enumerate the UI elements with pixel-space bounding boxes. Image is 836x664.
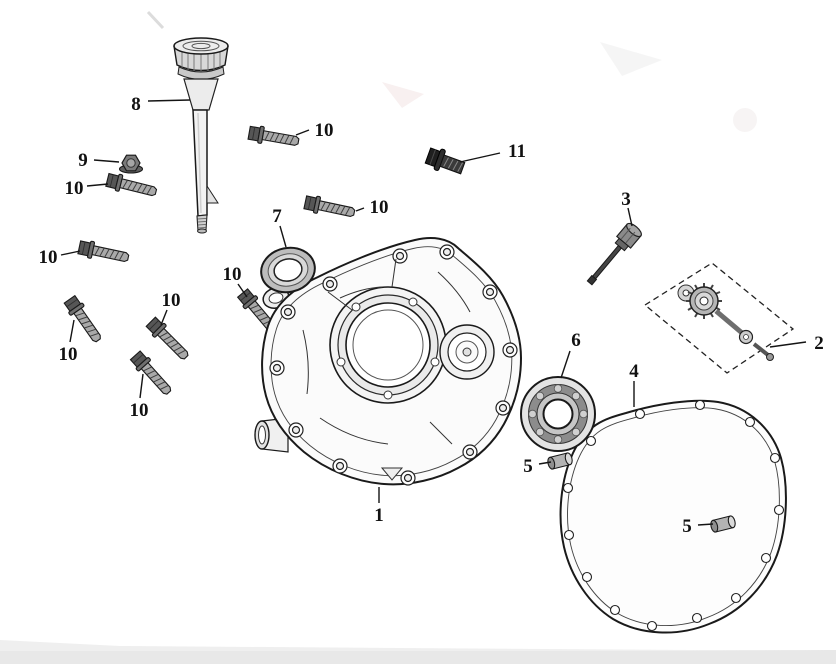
callout-part-10-d: 10 [39, 247, 81, 268]
main-bore [329, 286, 447, 404]
flange-bolt [62, 293, 106, 346]
callout-label: 4 [629, 361, 639, 382]
callout-label: 11 [508, 141, 526, 162]
callout-label: 10 [370, 197, 389, 218]
callout-part-10-a: 10 [295, 120, 334, 141]
callout-label: 1 [374, 505, 384, 526]
part-7-oil-seal [260, 246, 316, 294]
callout-label: 3 [621, 189, 631, 210]
flange-bolt [302, 193, 357, 222]
part-3-oil-sensor [586, 222, 642, 286]
callout-part-11: 11 [459, 141, 526, 163]
callout-label: 5 [682, 516, 692, 537]
part-4-gasket [559, 399, 787, 634]
part-8-oil-filler-tube [173, 37, 229, 234]
part-1-crankcase-cover [254, 237, 522, 486]
callout-label: 10 [223, 264, 242, 285]
flange-bolt [76, 238, 131, 267]
flange-bolt [247, 123, 301, 151]
callout-part-5-a: 5 [523, 456, 552, 477]
governor-gear [686, 283, 722, 319]
callout-label: 7 [272, 206, 282, 227]
callout-label: 10 [130, 400, 149, 421]
callout-label: 10 [65, 178, 84, 199]
callout-part-5-b: 5 [682, 516, 714, 537]
callout-part-4: 4 [629, 361, 639, 407]
callout-label: 10 [162, 290, 181, 311]
callout-part-3: 3 [621, 189, 633, 227]
cover-ribs [302, 258, 471, 481]
callout-part-6: 6 [560, 330, 581, 379]
callout-label: 8 [131, 94, 141, 115]
callout-label: 10 [59, 344, 78, 365]
callout-part-10-e: 10 [223, 264, 248, 298]
callout-part-10-f: 10 [160, 290, 181, 326]
secondary-bore [439, 324, 495, 380]
part-11-drain-bolt [424, 147, 466, 175]
perimeter-bolt-lugs [269, 244, 518, 486]
callouts: 8 10 9 10 11 7 10 3 [39, 94, 824, 537]
callout-part-2: 2 [769, 333, 824, 354]
flange-bolt [104, 171, 159, 201]
part-9-flange-nut [118, 154, 144, 174]
background-artifacts [0, 10, 836, 664]
callout-label: 2 [814, 333, 824, 354]
part-6-ball-bearing [520, 376, 596, 452]
callout-part-7: 7 [272, 206, 287, 248]
callout-label: 6 [571, 330, 581, 351]
callout-part-9: 9 [78, 150, 120, 171]
callout-part-10-g: 10 [59, 319, 78, 365]
flange-bolt [144, 315, 193, 364]
callout-part-10-b: 10 [65, 178, 109, 199]
flange-bolt [128, 349, 176, 399]
callout-part-8: 8 [131, 94, 191, 115]
callout-part-10-h: 10 [130, 373, 149, 421]
callout-label: 5 [523, 456, 533, 477]
callout-label: 10 [39, 247, 58, 268]
callout-label: 10 [315, 120, 334, 141]
callout-part-10-c: 10 [355, 197, 389, 218]
callout-label: 9 [78, 150, 88, 171]
callout-part-1: 1 [374, 487, 384, 526]
part-2-governor-gear-assembly [643, 262, 795, 374]
